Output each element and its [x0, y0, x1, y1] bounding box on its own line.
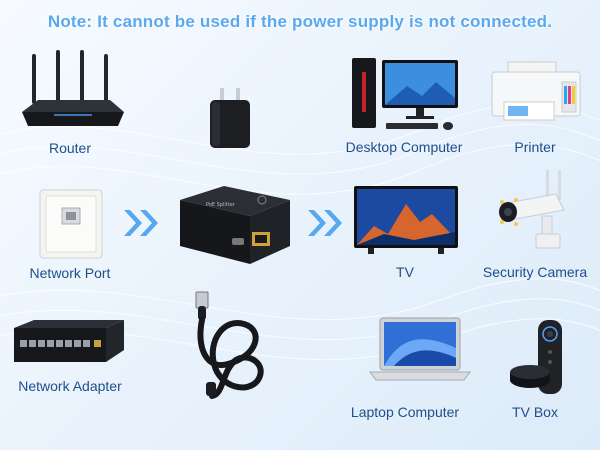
svg-text:PoE Splitter: PoE Splitter: [206, 202, 236, 208]
poe-splitter-device: PoE Splitter: [170, 186, 296, 266]
tv-label: TV: [396, 264, 414, 280]
printer-label: Printer: [514, 139, 556, 155]
ethernet-cable-icon: [188, 290, 270, 402]
desktop-computer-icon: [352, 58, 464, 132]
router-label: Router: [48, 140, 92, 156]
tv-box-label: TV Box: [512, 404, 558, 420]
power-supply-note: Note: It cannot be used if the power sup…: [47, 12, 553, 31]
network-port-icon: [39, 189, 103, 259]
network-adapter-label: Network Adapter: [18, 378, 122, 394]
laptop-computer-icon: [369, 317, 471, 388]
security-camera-icon: [498, 170, 574, 252]
tv-icon: [354, 186, 458, 256]
double-chevron-right-icon: [122, 208, 162, 238]
network-port-label: Network Port: [29, 265, 111, 281]
tv-box-icon: [508, 320, 568, 398]
desktop-computer-label: Desktop Computer: [345, 139, 463, 155]
network-switch-icon: [8, 320, 126, 368]
double-chevron-right-icon: [306, 208, 346, 238]
laptop-computer-label: Laptop Computer: [350, 404, 460, 420]
security-camera-label: Security Camera: [482, 264, 588, 280]
printer-icon: [490, 61, 582, 126]
power-adapter-icon: [205, 88, 255, 150]
router-icon: [18, 50, 128, 135]
